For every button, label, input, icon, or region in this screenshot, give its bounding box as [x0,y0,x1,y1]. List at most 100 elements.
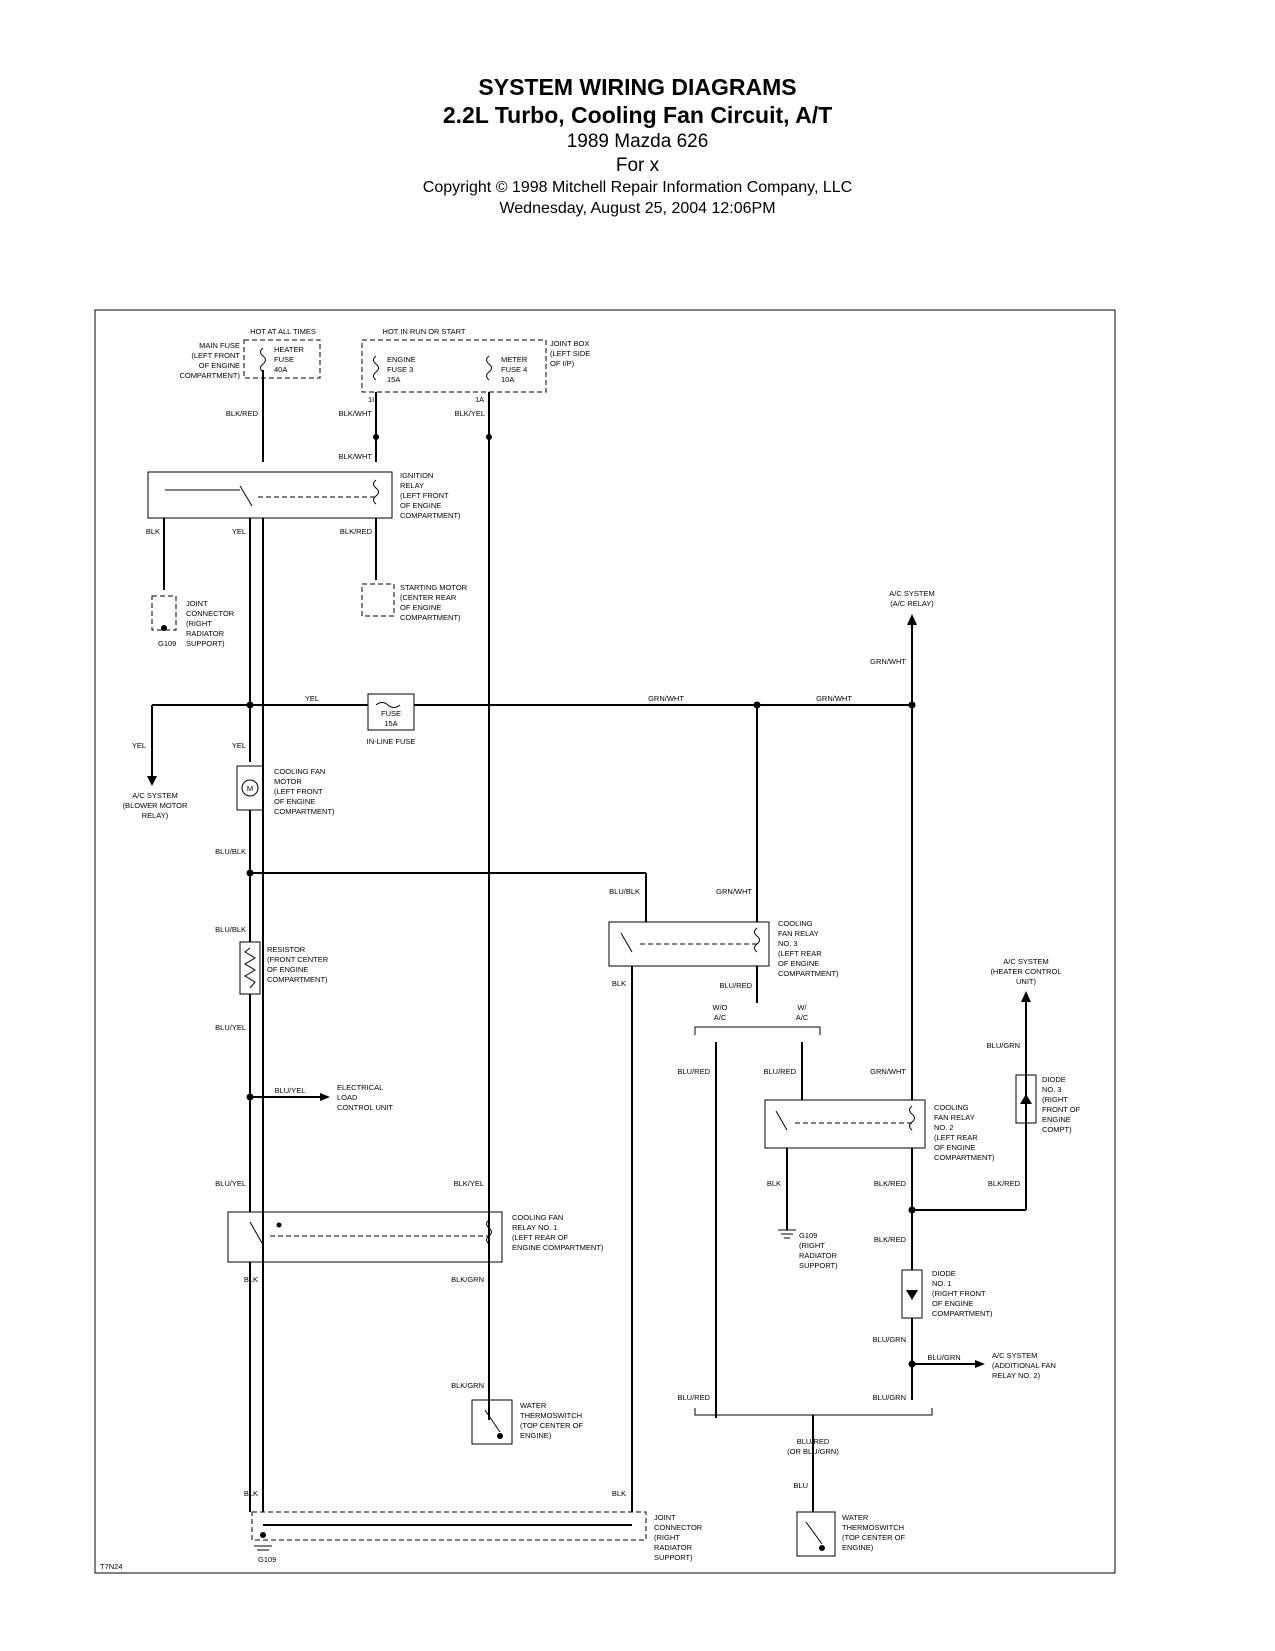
label-ac-blower-2: (BLOWER MOTOR [123,801,188,810]
label-pin-1i: 1I [368,395,374,404]
label-fan-relay-3-5: OF ENGINE [778,959,819,968]
label-engine-fuse: ENGINE [387,355,416,364]
label-diode-1-4: OF ENGINE [932,1299,973,1308]
label-thermo-1-2: THERMOSWITCH [520,1411,582,1420]
label-blu-yel-2: BLU/YEL [275,1086,306,1095]
label-engine-fuse-3: 15A [387,375,400,384]
vehicle-label: 1989 Mazda 626 [566,131,709,152]
label-g109-2: G109 [799,1231,817,1240]
label-diode-1-2: NO. 1 [932,1279,952,1288]
arrow-up-ac-relay [907,614,917,625]
diagram-subtitle: 2.2L Turbo, Cooling Fan Circuit, A/T [442,102,833,128]
label-fan-relay-2-3: NO. 2 [934,1123,954,1132]
diagram-frame [94,309,1116,1574]
label-grn-wht-5: GRN/WHT [870,1067,906,1076]
label-blk-red-4: BLK/RED [988,1179,1021,1188]
joint-connector-1-box [151,595,177,631]
label-thermo-2-3: (TOP CENTER OF [842,1533,905,1542]
label-fan-relay-3: COOLING [778,919,813,928]
label-blu-yel-3: BLU/YEL [215,1179,246,1188]
label-ignition-relay-2: RELAY [400,481,424,490]
label-hot-at-all-times: HOT AT ALL TIMES [250,327,316,336]
label-inline-fuse-2: 15A [384,719,397,728]
label-heater-fuse-2: FUSE [274,355,294,364]
label-fan-relay-3-2: FAN RELAY [778,929,819,938]
label-engine-fuse-2: FUSE 3 [387,365,413,374]
label-blu-grn-2: BLU/GRN [873,1335,906,1344]
label-thermo-2-4: ENGINE) [842,1543,874,1552]
label-fan-relay-2-5: OF ENGINE [934,1143,975,1152]
label-joint-connector-1-2: CONNECTOR [186,609,235,618]
label-meter-fuse-3: 10A [501,375,514,384]
label-w-ac-2: A/C [796,1013,809,1022]
label-pin-1a: 1A [475,395,484,404]
label-blk-6: BLK [612,1489,626,1498]
label-blu-red-3: BLU/RED [763,1067,796,1076]
label-blk-grn-1: BLK/GRN [451,1275,484,1284]
water-thermoswitch-1-box [471,1399,513,1445]
label-blu-red-4: BLU/RED [677,1393,710,1402]
label-ignition-relay-4: OF ENGINE [400,501,441,510]
label-ac-blower: A/C SYSTEM [132,791,177,800]
label-yel-1: YEL [232,527,246,536]
label-diode-3-2: NO. 3 [1042,1085,1062,1094]
label-fan-relay-2-6: COMPARTMENT) [934,1153,995,1162]
label-blk-red-1: BLK/RED [226,409,259,418]
diode-3-symbol [1020,1094,1032,1104]
label-joint-box-2: (LEFT SIDE [550,349,590,358]
label-diode-3-5: ENGINE [1042,1115,1071,1124]
motor-icon [241,779,259,797]
meter-fuse-symbol [486,355,492,381]
ground-symbol-2 [778,1229,796,1239]
arrow-down-ac-blower [147,776,157,786]
label-resistor: RESISTOR [267,945,306,954]
label-blu-blk-2: BLU/BLK [609,887,640,896]
engine-fuse-symbol [373,355,379,381]
inline-fuse-box [367,693,415,731]
label-resistor-3: OF ENGINE [267,965,308,974]
label-thermo-1: WATER [520,1401,547,1410]
label-fan-motor-4: OF ENGINE [274,797,315,806]
diode-1-symbol [906,1290,918,1300]
label-joint-connector-1-3: (RIGHT [186,619,212,628]
label-fan-relay-3-3: NO. 3 [778,939,798,948]
label-thermo-2: WATER [842,1513,869,1522]
label-g109-1: G109 [158,639,176,648]
label-ac-blower-3: RELAY) [142,811,169,820]
cooling-fan-relay-2-box [764,1099,926,1149]
label-diode-3: DIODE [1042,1075,1066,1084]
arrow-right-additional [975,1360,985,1368]
label-diode-1: DIODE [932,1269,956,1278]
arrows [147,614,1031,1368]
label-diode-1-5: COMPARTMENT) [932,1309,993,1318]
label-joint-connector-1: JOINT [186,599,208,608]
label-blk-red-3: BLK/RED [874,1179,907,1188]
label-main-fuse-3: OF ENGINE [199,361,240,370]
label-thermo-2-2: THERMOSWITCH [842,1523,904,1532]
label-blu-grn-3: BLU/GRN [927,1353,960,1362]
ground-symbol-3 [254,1545,272,1551]
label-fan-motor-2: MOTOR [274,777,302,786]
label-diode-3-4: FRONT OF [1042,1105,1081,1114]
label-g109-2-4: SUPPORT) [799,1261,838,1270]
label-ac-system-relay-2: (A/C RELAY) [890,599,934,608]
label-blk-wht-2: BLK/WHT [339,452,373,461]
label-yel-4: YEL [232,741,246,750]
label-starting-motor-2: (CENTER REAR [400,593,457,602]
label-blk-yel-2: BLK/YEL [454,1179,484,1188]
label-blk-yel-1: BLK/YEL [455,409,485,418]
for-label: For x [615,155,660,176]
label-ac-additional-2: (ADDITIONAL FAN [992,1361,1056,1370]
label-main-fuse-2: (LEFT FRONT [191,351,240,360]
label-fan-motor: COOLING FAN [274,767,325,776]
label-joint-connector-2-3: (RIGHT [654,1533,680,1542]
label-fan-relay-1-3: (LEFT REAR OF [512,1233,569,1242]
label-joint-connector-2-4: RADIATOR [654,1543,693,1552]
label-elc-unit-2: LOAD [337,1093,358,1102]
label-g109-2-2: (RIGHT [799,1241,825,1250]
label-blk-red-5: BLK/RED [874,1235,907,1244]
label-g109-3: G109 [258,1555,276,1564]
label-blu-blk-1: BLU/BLK [215,847,246,856]
label-main-fuse: MAIN FUSE [199,341,240,350]
label-starting-motor: STARTING MOTOR [400,583,468,592]
